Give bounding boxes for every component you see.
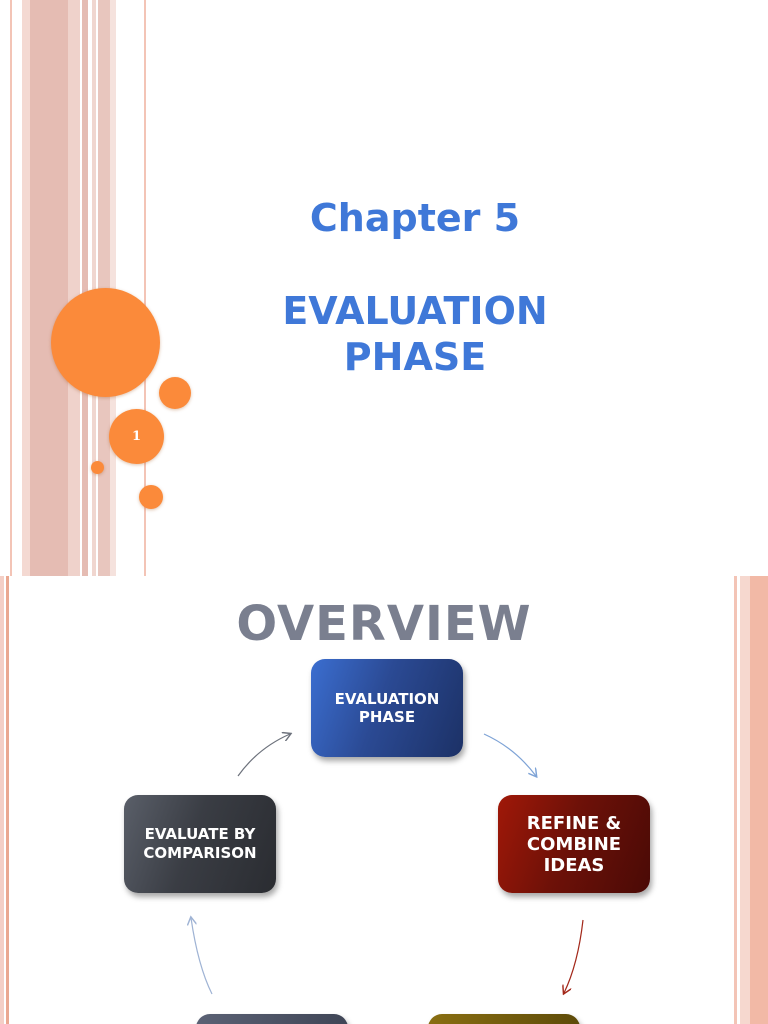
decor-circle (51, 288, 160, 397)
arrow-up-to-compare (191, 918, 213, 995)
arrow-compare-to-eval (237, 734, 290, 777)
evaluation-phase-node: EVALUATION PHASE (311, 659, 463, 757)
page-number-text: 1 (131, 429, 142, 444)
refine-combine-node: REFINE & COMBINE IDEAS (498, 795, 650, 893)
node-label: EVALUATION (334, 690, 440, 708)
decor-stripe (22, 0, 30, 576)
overview-title: OVERVIEW (236, 596, 532, 652)
decor-circle (159, 377, 191, 409)
decor-circle (139, 485, 163, 509)
cycle-node-partial (428, 1014, 580, 1024)
arrow-refine-down (564, 919, 584, 993)
decor-stripe (144, 0, 146, 576)
decor-stripe (82, 0, 88, 576)
evaluate-comparison-node: EVALUATE BY COMPARISON (124, 795, 276, 893)
node-label: IDEAS (543, 854, 605, 876)
overview-slide: OVERVIEW EVALUATION PHASE REFINE & COMBI… (0, 576, 768, 1024)
decor-stripe (740, 576, 750, 1024)
node-label: PHASE (358, 708, 416, 726)
chapter-heading: Chapter 5 (309, 196, 521, 240)
decor-stripe (92, 0, 96, 576)
decor-stripe (0, 576, 4, 1024)
decor-stripe (68, 0, 80, 576)
node-label: EVALUATE BY (144, 825, 256, 843)
decor-stripe (6, 576, 9, 1024)
slide-title: EVALUATION PHASE (190, 288, 640, 380)
cycle-node-partial (196, 1014, 348, 1024)
node-label: COMPARISON (143, 844, 257, 862)
node-label: REFINE & (526, 812, 622, 834)
slide-title-line: EVALUATION (282, 289, 548, 333)
page-number: 1 (109, 409, 164, 464)
decor-stripe (10, 0, 12, 576)
decor-stripe (30, 0, 68, 576)
decor-stripe (734, 576, 737, 1024)
slide-title-line: PHASE (343, 335, 487, 379)
decor-stripe (750, 576, 768, 1024)
node-label: COMBINE (526, 833, 622, 855)
title-slide: Chapter 5 EVALUATION PHASE 1 (10, 0, 640, 576)
arrow-eval-to-refine (483, 733, 536, 776)
decor-circle (91, 461, 104, 474)
cycle-arrows (0, 576, 584, 1024)
